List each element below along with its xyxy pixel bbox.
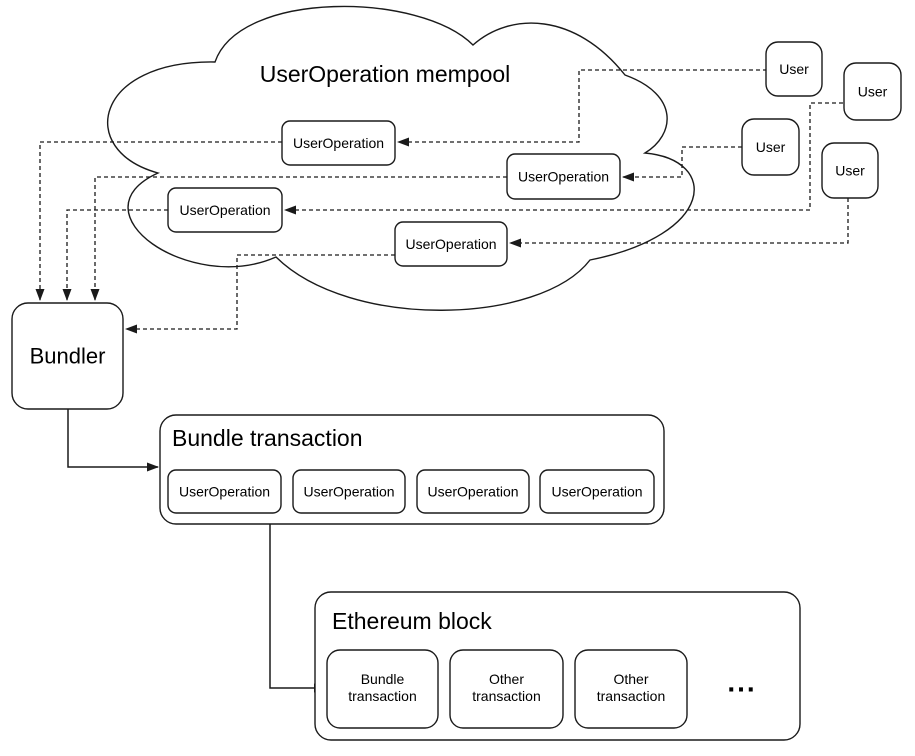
- bundle-userop-node-2: UserOperation: [292, 469, 406, 514]
- ethereum-block-container: Ethereum block Bundle transaction Other …: [314, 591, 801, 741]
- edge-user-3-to-userop-2: [622, 146, 742, 182]
- block-bundle-transaction-node: Bundle transaction: [326, 649, 439, 729]
- mempool-userop-node-3: UserOperation: [167, 187, 283, 233]
- mempool-userop-label-4: UserOperation: [405, 236, 496, 252]
- edge-user-1-to-userop-1: [397, 69, 767, 147]
- edge-user-4-to-userop-4: [509, 198, 849, 248]
- bundle-userop-node-3: UserOperation: [416, 469, 530, 514]
- mempool-cloud: [107, 5, 695, 311]
- block-bundle-transaction-line1: Bundle: [361, 671, 405, 687]
- bundle-userop-label-3: UserOperation: [427, 484, 518, 500]
- mempool-userop-label-3: UserOperation: [179, 202, 270, 218]
- block-other-transaction-1-line1: Other: [489, 671, 524, 687]
- more-transactions-ellipsis: ...: [727, 667, 756, 698]
- edge-userop-2-to-bundler: [90, 176, 507, 301]
- bundle-userop-label-4: UserOperation: [551, 484, 642, 500]
- bundle-transaction-container: Bundle transaction UserOperation UserOpe…: [159, 414, 665, 525]
- user-label-1: User: [779, 61, 809, 77]
- mempool-userop-node-2: UserOperation: [506, 153, 621, 200]
- edge-userop-1-to-bundler: [35, 141, 282, 301]
- bundler-label: Bundler: [30, 344, 106, 369]
- edge-userop-3-to-bundler: [62, 209, 168, 301]
- mempool-title: UserOperation mempool: [260, 61, 511, 87]
- edge-userop-4-to-bundler: [125, 254, 395, 334]
- block-other-transaction-node-2: Other transaction: [574, 649, 688, 729]
- mempool-userop-label-2: UserOperation: [518, 169, 609, 185]
- user-label-4: User: [835, 163, 865, 179]
- mempool-userop-node-1: UserOperation: [281, 120, 396, 166]
- edge-user-2-to-userop-3: [284, 102, 843, 215]
- block-bundle-transaction-line2: transaction: [348, 688, 416, 704]
- user-node-1: User: [765, 41, 823, 97]
- bundle-userop-node-4: UserOperation: [539, 469, 655, 514]
- ethereum-block-title: Ethereum block: [332, 608, 492, 634]
- user-node-4: User: [821, 142, 879, 199]
- bundle-transaction-title: Bundle transaction: [172, 425, 363, 451]
- edge-bundler-to-bundle-transaction: [67, 409, 159, 472]
- edge-bundle-transaction-to-ethereum-block: [269, 524, 326, 693]
- bundle-userop-label-1: UserOperation: [179, 484, 270, 500]
- mempool-userop-node-4: UserOperation: [394, 221, 508, 267]
- user-node-3: User: [741, 118, 800, 176]
- block-other-transaction-1-line2: transaction: [472, 688, 540, 704]
- user-node-2: User: [843, 62, 902, 121]
- user-label-3: User: [756, 139, 786, 155]
- user-label-2: User: [858, 84, 888, 100]
- block-other-transaction-node-1: Other transaction: [449, 649, 564, 729]
- bundle-userop-node-1: UserOperation: [167, 469, 282, 514]
- bundle-userop-label-2: UserOperation: [303, 484, 394, 500]
- bundler-node: Bundler: [11, 302, 124, 410]
- block-other-transaction-2-line1: Other: [613, 671, 648, 687]
- block-other-transaction-2-line2: transaction: [597, 688, 665, 704]
- mempool-userop-label-1: UserOperation: [293, 135, 384, 151]
